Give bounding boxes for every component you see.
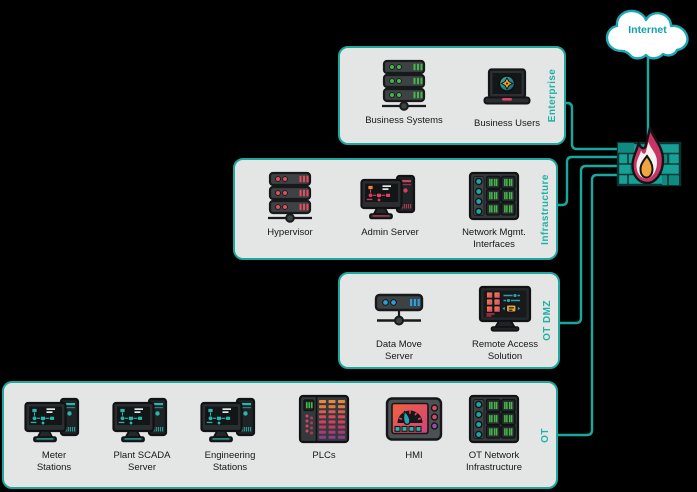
flame-inner bbox=[639, 154, 654, 179]
node-label-business-systems: Business Systems bbox=[365, 115, 443, 126]
cloud-icon bbox=[605, 9, 689, 60]
node-remote-access-solution: Remote Access Solution bbox=[455, 280, 555, 364]
zone-ot-dmz: Data Move Server Remote Access Solution … bbox=[338, 272, 560, 369]
link-ot-firewall bbox=[556, 173, 618, 437]
hypervisor-icon bbox=[261, 168, 319, 226]
node-network-mgmt-interfaces: Network Mgmt. Interfaces bbox=[444, 168, 544, 252]
ot-network-infrastructure-icon bbox=[465, 391, 523, 449]
zone-ot: Meter Stations Plant SCADA Server bbox=[2, 381, 558, 489]
node-label-hypervisor: Hypervisor bbox=[267, 227, 313, 238]
node-plcs: PLCs bbox=[289, 391, 359, 462]
node-ot-network-infrastructure: OT Network Infrastructure bbox=[442, 391, 546, 475]
node-label-admin-server: Admin Server bbox=[361, 227, 419, 238]
plcs-icon bbox=[295, 391, 353, 449]
zone-label-text: Enterprise bbox=[547, 68, 559, 123]
firewall-icon bbox=[616, 126, 682, 187]
node-plant-scada-server: Plant SCADA Server bbox=[94, 391, 190, 475]
node-meter-stations: Meter Stations bbox=[9, 391, 99, 475]
node-admin-server: Admin Server bbox=[340, 168, 440, 239]
node-label-business-users: Business Users bbox=[474, 118, 540, 129]
hmi-icon bbox=[384, 391, 444, 449]
zone-label-enterprise: Enterprise bbox=[543, 48, 563, 143]
link-infrastructure-firewall bbox=[556, 155, 618, 207]
node-label-plant-scada-server: Plant SCADA Server bbox=[113, 450, 171, 474]
node-hypervisor: Hypervisor bbox=[242, 168, 338, 239]
node-engineering-stations: Engineering Stations bbox=[183, 391, 277, 475]
node-label-engineering-stations: Engineering Stations bbox=[204, 450, 256, 474]
node-label-network-mgmt-interfaces: Network Mgmt. Interfaces bbox=[462, 227, 526, 251]
node-label-ot-network-infrastructure: OT Network Infrastructure bbox=[466, 450, 522, 474]
zone-label-text: OT bbox=[539, 427, 551, 443]
network-mgmt-interfaces-icon bbox=[465, 168, 523, 226]
plant-scada-server-icon bbox=[112, 391, 172, 449]
business-systems-icon bbox=[375, 56, 433, 114]
node-data-move-server: Data Move Server bbox=[349, 280, 449, 364]
data-move-server-icon bbox=[370, 280, 428, 338]
node-business-users: Business Users bbox=[465, 59, 549, 130]
node-hmi: HMI bbox=[374, 391, 454, 462]
zone-label-text: Infrastructure bbox=[539, 173, 551, 245]
business-users-icon bbox=[478, 59, 536, 117]
node-label-plcs: PLCs bbox=[312, 450, 336, 461]
node-label-remote-access-solution: Remote Access Solution bbox=[472, 339, 538, 363]
internet-label: Internet bbox=[628, 24, 667, 36]
zone-infrastructure: Hypervisor Admin Server bbox=[233, 158, 558, 260]
zone-label-text: OT DMZ bbox=[541, 300, 553, 341]
node-business-systems: Business Systems bbox=[346, 56, 462, 127]
zone-label-ot-dmz: OT DMZ bbox=[537, 274, 557, 367]
zone-enterprise: Business Systems Business Users Enterpri… bbox=[338, 46, 566, 145]
node-label-meter-stations: Meter Stations bbox=[36, 450, 72, 474]
engineering-stations-icon bbox=[200, 391, 260, 449]
admin-server-icon bbox=[360, 168, 420, 226]
remote-access-solution-icon bbox=[475, 280, 535, 338]
meter-stations-icon bbox=[24, 391, 84, 449]
link-enterprise-firewall bbox=[565, 101, 618, 151]
node-label-data-move-server: Data Move Server bbox=[376, 339, 422, 363]
link-otdmz-firewall bbox=[558, 164, 618, 325]
zone-label-ot: OT bbox=[535, 383, 555, 487]
zone-label-infrastructure: Infrastructure bbox=[535, 160, 555, 258]
node-label-hmi: HMI bbox=[405, 450, 423, 461]
internet-cloud: Internet bbox=[599, 3, 696, 61]
